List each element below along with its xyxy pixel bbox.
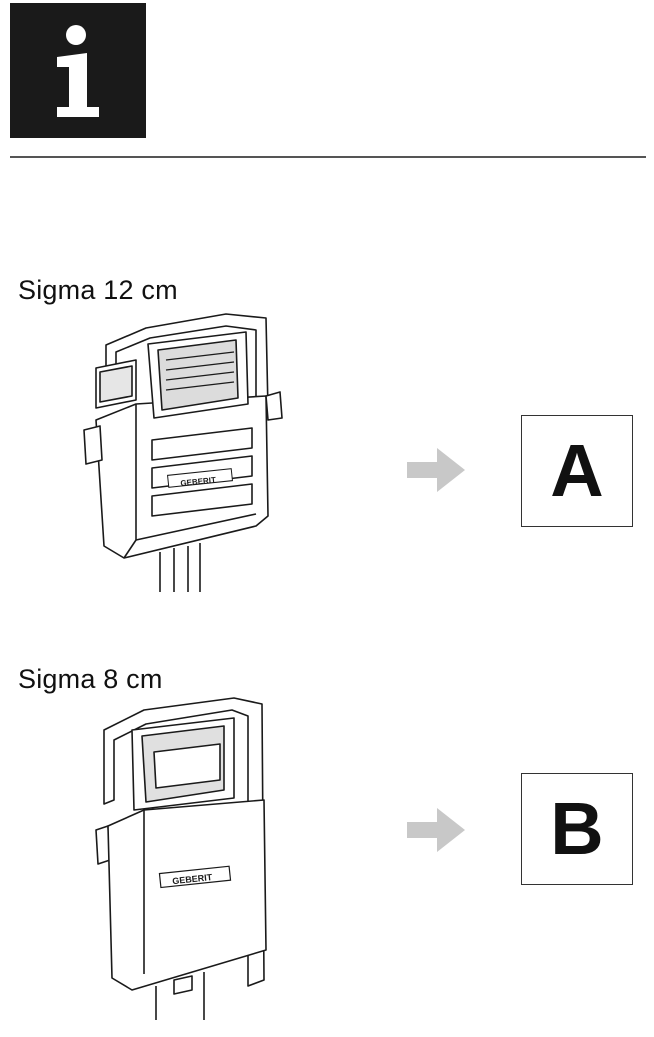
sigma-12-cistern-illustration: GEBERIT (83, 313, 283, 592)
brand-badge-b: GEBERIT (172, 872, 213, 886)
result-letter-b: B (550, 787, 604, 870)
result-box-a: A (521, 415, 633, 527)
arrow-right-icon (407, 448, 465, 492)
brand-badge-a: GEBERIT (180, 475, 216, 488)
sigma-8-cistern-illustration: GEBERIT (95, 697, 267, 1020)
variant-label-sigma-8: Sigma 8 cm (18, 664, 163, 694)
info-glyph (57, 24, 99, 117)
header-divider (10, 156, 646, 158)
arrow-right-icon (407, 808, 465, 852)
result-box-b: B (521, 773, 633, 885)
result-letter-a: A (550, 429, 604, 512)
info-icon (10, 3, 146, 138)
variant-label-sigma-12: Sigma 12 cm (18, 275, 178, 305)
